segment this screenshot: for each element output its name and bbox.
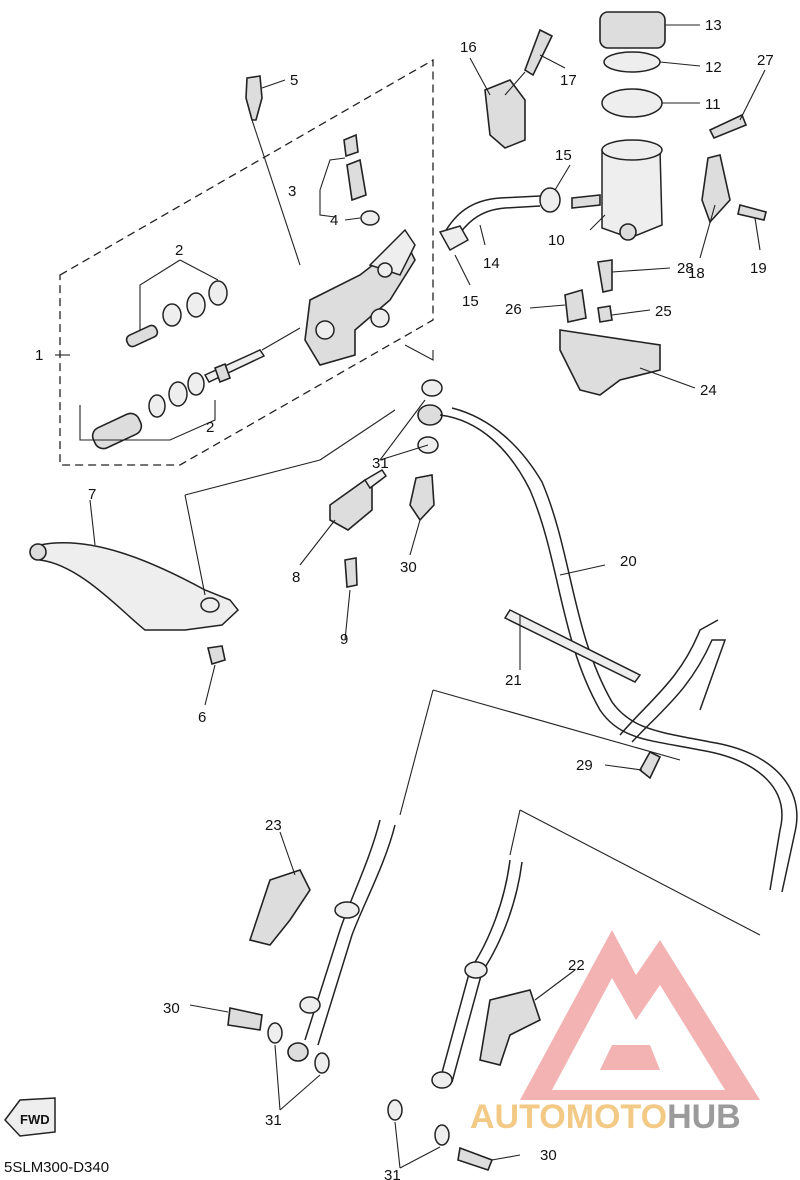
callout-5: 5 <box>290 72 298 89</box>
brake-hose-left <box>304 819 381 1041</box>
callout-31b: 31 <box>265 1112 282 1129</box>
washer-31a <box>421 379 443 397</box>
callout-10: 10 <box>548 232 565 249</box>
diagram-code: 5SLM300-D340 <box>4 1159 109 1176</box>
washer-4 <box>360 210 380 226</box>
callout-8: 8 <box>292 569 300 586</box>
washer-31b <box>417 404 443 426</box>
callout-19: 19 <box>750 260 767 277</box>
callout-22: 22 <box>568 957 585 974</box>
brake-hose-20 <box>439 414 783 891</box>
callout-13: 13 <box>705 17 722 34</box>
union-bolt-30b <box>227 1007 263 1031</box>
callout-30c: 30 <box>540 1147 557 1164</box>
hose-clip-15b <box>438 225 470 252</box>
callout-16: 16 <box>460 39 477 56</box>
callout-23: 23 <box>265 817 282 834</box>
bolt-27 <box>708 113 748 140</box>
brake-lever <box>29 542 240 631</box>
holder-16 <box>484 79 526 149</box>
fwd-arrow-icon: FWD <box>4 1097 56 1137</box>
piston-kit <box>91 280 301 450</box>
brake-switch <box>329 468 388 531</box>
callout-26: 26 <box>505 301 522 318</box>
washer-31f <box>387 1099 403 1121</box>
bracket-24 <box>559 329 661 396</box>
master-cylinder-body <box>304 228 416 366</box>
union-bolt-30c <box>457 1146 494 1171</box>
callout-24: 24 <box>700 382 717 399</box>
washer-31e <box>314 1052 330 1074</box>
callout-30a: 30 <box>400 559 417 576</box>
callout-31c: 31 <box>384 1167 401 1180</box>
bracket-22 <box>479 989 541 1066</box>
screw-28 <box>597 259 613 293</box>
bolt-29 <box>638 750 662 780</box>
bolt-19 <box>737 204 767 221</box>
callout-15a: 15 <box>555 147 572 164</box>
callout-31a: 31 <box>372 455 389 472</box>
callout-17: 17 <box>560 72 577 89</box>
union-bolt-30a <box>409 474 435 522</box>
watermark-logo <box>520 930 760 1100</box>
callout-2b: 2 <box>206 419 214 436</box>
callout-3: 3 <box>288 183 296 200</box>
callout-30b: 30 <box>163 1000 180 1017</box>
washer-31g <box>434 1124 450 1146</box>
callout-21: 21 <box>505 672 522 689</box>
reservoir-hose <box>444 195 541 233</box>
callout-15b: 15 <box>462 293 479 310</box>
callout-25: 25 <box>655 303 672 320</box>
bleed-screw <box>343 133 367 202</box>
screw-9 <box>344 557 358 588</box>
callout-27: 27 <box>757 52 774 69</box>
assembly-boundary <box>59 58 434 466</box>
callout-4: 4 <box>330 212 338 229</box>
callout-12: 12 <box>705 59 722 76</box>
fwd-label: FWD <box>20 1112 50 1127</box>
bracket-23 <box>248 869 311 946</box>
callout-7: 7 <box>88 486 96 503</box>
bolt-5 <box>245 75 263 121</box>
callout-1: 1 <box>35 347 43 364</box>
callout-20: 20 <box>620 553 637 570</box>
cable-tie-21 <box>503 609 642 683</box>
collar-25 <box>597 305 613 323</box>
nut-6 <box>207 645 226 666</box>
plate-26 <box>564 288 587 323</box>
callout-18: 18 <box>688 265 705 282</box>
callout-9: 9 <box>340 631 348 648</box>
callout-14: 14 <box>483 255 500 272</box>
callout-28: 28 <box>677 260 694 277</box>
callout-2a: 2 <box>175 242 183 259</box>
callout-29: 29 <box>576 757 593 774</box>
hose-clip-15a <box>539 187 561 213</box>
reservoir-assembly <box>599 11 666 241</box>
bracket-18 <box>701 154 731 224</box>
callout-6: 6 <box>198 709 206 726</box>
watermark-text: AUTOMOTOHUB <box>470 1098 741 1136</box>
callout-11: 11 <box>705 96 721 113</box>
washer-31d <box>267 1022 283 1044</box>
bolt-17 <box>524 28 554 77</box>
